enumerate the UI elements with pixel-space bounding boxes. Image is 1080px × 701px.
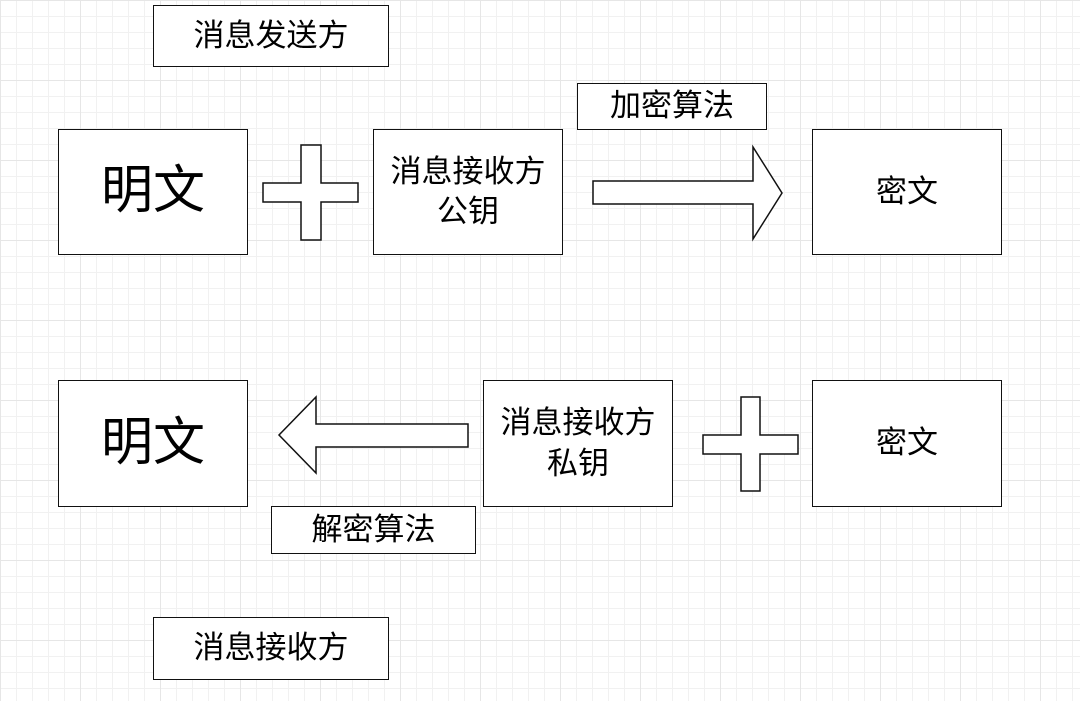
sender-label-text: 消息发送方: [193, 17, 349, 54]
public-key-box: 消息接收方 公钥: [373, 129, 563, 255]
private-key-line2: 私钥: [547, 445, 609, 482]
encrypt-ciphertext-box: 密文: [812, 129, 1002, 255]
encrypt-ciphertext-text: 密文: [876, 173, 938, 210]
private-key-line1: 消息接收方: [500, 405, 656, 442]
decrypt-plaintext-box: 明文: [58, 380, 248, 507]
decrypt-ciphertext-text: 密文: [876, 425, 938, 462]
public-key-line1: 消息接收方: [390, 153, 546, 190]
receiver-label-text: 消息接收方: [193, 630, 349, 667]
decrypt-plaintext-text: 明文: [100, 412, 205, 473]
encrypt-algorithm-text: 加密算法: [610, 88, 734, 125]
encrypt-plaintext-box: 明文: [58, 129, 248, 255]
sender-label: 消息发送方: [153, 5, 389, 67]
decrypt-ciphertext-box: 密文: [812, 380, 1002, 507]
decrypt-algorithm-label: 解密算法: [271, 506, 476, 554]
decrypt-algorithm-text: 解密算法: [311, 511, 436, 548]
private-key-box: 消息接收方 私钥: [483, 380, 673, 507]
encrypt-plaintext-text: 明文: [100, 161, 205, 222]
encrypt-algorithm-label: 加密算法: [577, 83, 767, 130]
receiver-label: 消息接收方: [153, 617, 389, 680]
public-key-line2: 公钥: [437, 194, 499, 230]
